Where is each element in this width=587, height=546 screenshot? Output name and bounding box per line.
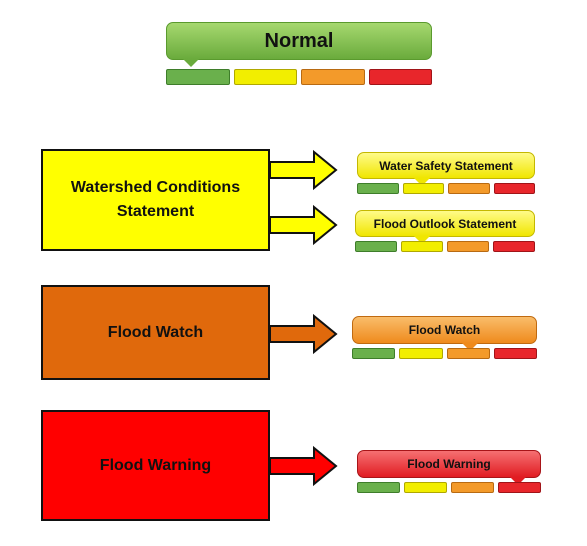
level-segment-red — [498, 482, 541, 493]
level-segment-green — [166, 69, 230, 85]
water-safety-tail — [414, 178, 430, 186]
flood-warning-badge: Flood Warning — [357, 450, 541, 493]
level-segment-orange — [301, 69, 365, 85]
level-segment-red — [493, 183, 535, 194]
status-box-flood-watch: Flood Watch — [41, 285, 270, 380]
level-segment-green — [355, 241, 397, 252]
level-segment-orange — [447, 241, 489, 252]
level-segment-yellow — [404, 482, 447, 493]
water-safety-label: Water Safety Statement — [379, 158, 513, 173]
flood-warning-pill: Flood Warning — [357, 450, 541, 485]
flood-outlook-tail — [414, 236, 430, 244]
flood-outlook-label: Flood Outlook Statement — [373, 216, 517, 231]
flood-warning-level-meter — [357, 482, 541, 493]
arrow-to-flood-outlook — [269, 204, 338, 246]
water-safety-level-meter — [357, 183, 535, 194]
level-segment-orange — [451, 482, 494, 493]
flood-watch-level-meter — [352, 348, 537, 359]
level-segment-yellow — [399, 348, 443, 359]
level-segment-red — [493, 348, 537, 359]
arrow-to-flood-watch — [269, 313, 338, 355]
normal-badge-tail — [183, 59, 199, 67]
flood-watch-badge: Flood Watch — [352, 316, 537, 359]
level-segment-green — [357, 183, 399, 194]
flood-outlook-pill: Flood Outlook Statement — [355, 210, 535, 244]
level-segment-orange — [448, 183, 490, 194]
status-label: Watershed Conditions Statement — [70, 179, 241, 220]
status-label: Flood Watch — [107, 323, 204, 341]
flood-watch-pill: Flood Watch — [352, 316, 537, 351]
arrow-to-flood-warning — [269, 445, 338, 487]
status-box-flood-warning: Flood Warning — [41, 410, 270, 521]
level-segment-green — [357, 482, 400, 493]
flood-warning-label: Flood Warning — [407, 457, 491, 471]
flood-watch-tail — [462, 343, 478, 351]
water-safety-badge: Water Safety Statement — [357, 152, 535, 194]
level-segment-yellow — [401, 241, 443, 252]
status-box-watershed-conditions: Watershed Conditions Statement — [41, 149, 270, 251]
flood-watch-label: Flood Watch — [408, 323, 481, 337]
normal-badge: Normal — [166, 22, 432, 85]
level-segment-yellow — [233, 69, 297, 85]
level-segment-red — [493, 241, 535, 252]
normal-badge-pill: Normal — [166, 22, 432, 67]
level-segment-yellow — [402, 183, 444, 194]
water-safety-pill: Water Safety Statement — [357, 152, 535, 186]
level-segment-green — [352, 348, 396, 359]
flood-outlook-level-meter — [355, 241, 535, 252]
status-label: Flood Warning — [99, 456, 212, 474]
flood-warning-tail — [510, 477, 526, 485]
level-segment-orange — [446, 348, 490, 359]
arrow-to-water-safety — [269, 149, 338, 191]
level-segment-red — [368, 69, 432, 85]
normal-badge-label: Normal — [264, 29, 334, 52]
flood-outlook-badge: Flood Outlook Statement — [355, 210, 535, 252]
normal-level-meter — [166, 69, 432, 85]
